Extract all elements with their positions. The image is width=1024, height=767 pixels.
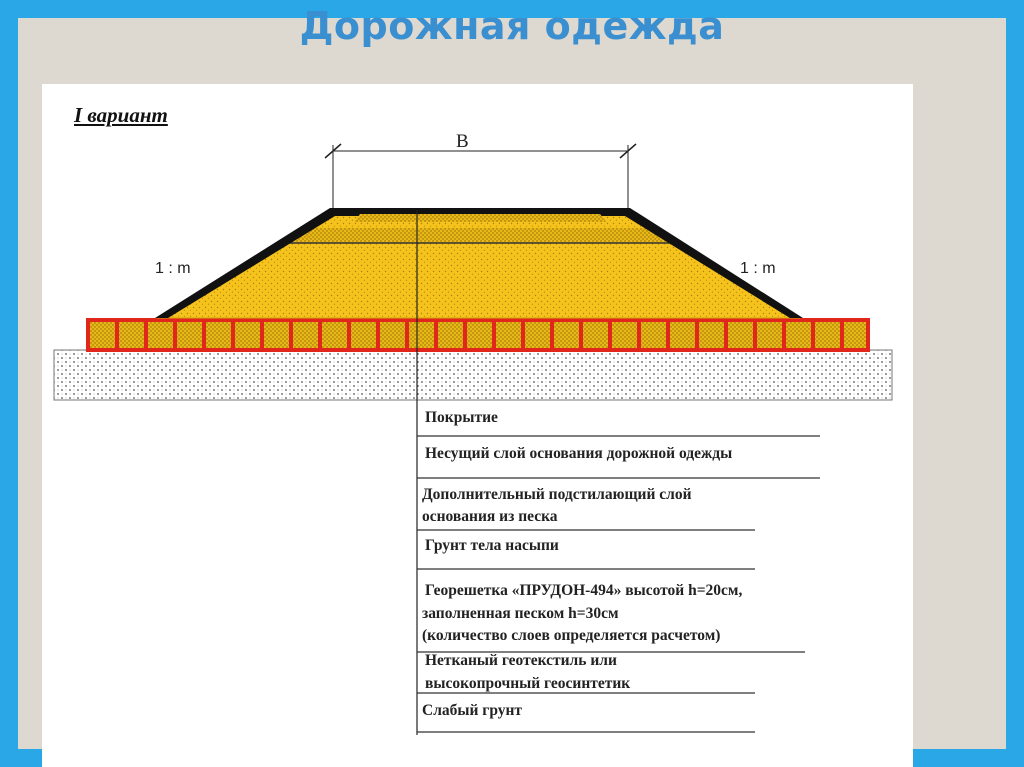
geogrid-cell-wall [115,322,119,348]
variant-label: I вариант [74,103,168,127]
geogrid-cell-wall [318,322,322,348]
legend-embankment-soil: Грунт тела насыпи [425,537,559,554]
geogrid-cell-wall [724,322,728,348]
geogrid-cell-wall [550,322,554,348]
diagram-sheet [42,84,913,767]
legend-coating: Покрытие [425,409,498,426]
legend-geogrid-line2: заполненная песком h=30см [422,605,619,622]
geogrid-cells [115,322,844,348]
coating-top [354,214,606,222]
slope-label-left: 1 : m [155,260,191,277]
geogrid-cell-wall [260,322,264,348]
legend-base-layer: Несущий слой основания дорожной одежды [425,445,733,462]
geogrid-cell-wall [608,322,612,348]
geogrid-layer [86,318,870,352]
legend-subbase-line1: Дополнительный подстилающий слой [422,486,692,503]
geogrid-cell-wall [347,322,351,348]
legend-subbase-line2: основания из песка [422,508,558,525]
legend-geogrid-line1: Георешетка «ПРУДОН-494» высотой h=20см, [425,582,743,599]
geogrid-cell-wall [173,322,177,348]
geogrid-cell-wall [521,322,525,348]
dim-tick-left [324,143,342,159]
legend-lines [417,435,820,733]
geogrid-cell-wall [579,322,583,348]
legend-geogrid-line3: (количество слоев определяется расчетом) [422,627,721,644]
geogrid-cell-wall [840,322,844,348]
geogrid-cell-wall [782,322,786,348]
geogrid-cell-wall [202,322,206,348]
dim-tick-right [619,143,637,159]
geogrid-cell-wall [463,322,467,348]
dimension-label: B [456,131,469,152]
geogrid-cell-wall [405,322,409,348]
geogrid-cell-wall [695,322,699,348]
geogrid-cell-wall [289,322,293,348]
legend-weak-soil: Слабый грунт [422,702,523,719]
weak-soil-layer [53,349,893,401]
geogrid-cell-wall [434,322,438,348]
legend-geotextile-line2: высокопрочный геосинтетик [425,675,631,692]
geogrid-cell-wall [144,322,148,348]
slide-title: Дорожная одежда [299,4,725,48]
geogrid-cell-wall [666,322,670,348]
geogrid-cell-wall [753,322,757,348]
base-layer [277,228,680,243]
legend-geotextile-line1: Нетканый геотекстиль или [425,652,617,669]
geogrid-cell-wall [811,322,815,348]
geogrid-cell-wall [231,322,235,348]
slope-label-right: 1 : m [740,260,776,277]
geogrid-cell-wall [492,322,496,348]
geogrid-cell-wall [376,322,380,348]
geogrid-cell-wall [637,322,641,348]
